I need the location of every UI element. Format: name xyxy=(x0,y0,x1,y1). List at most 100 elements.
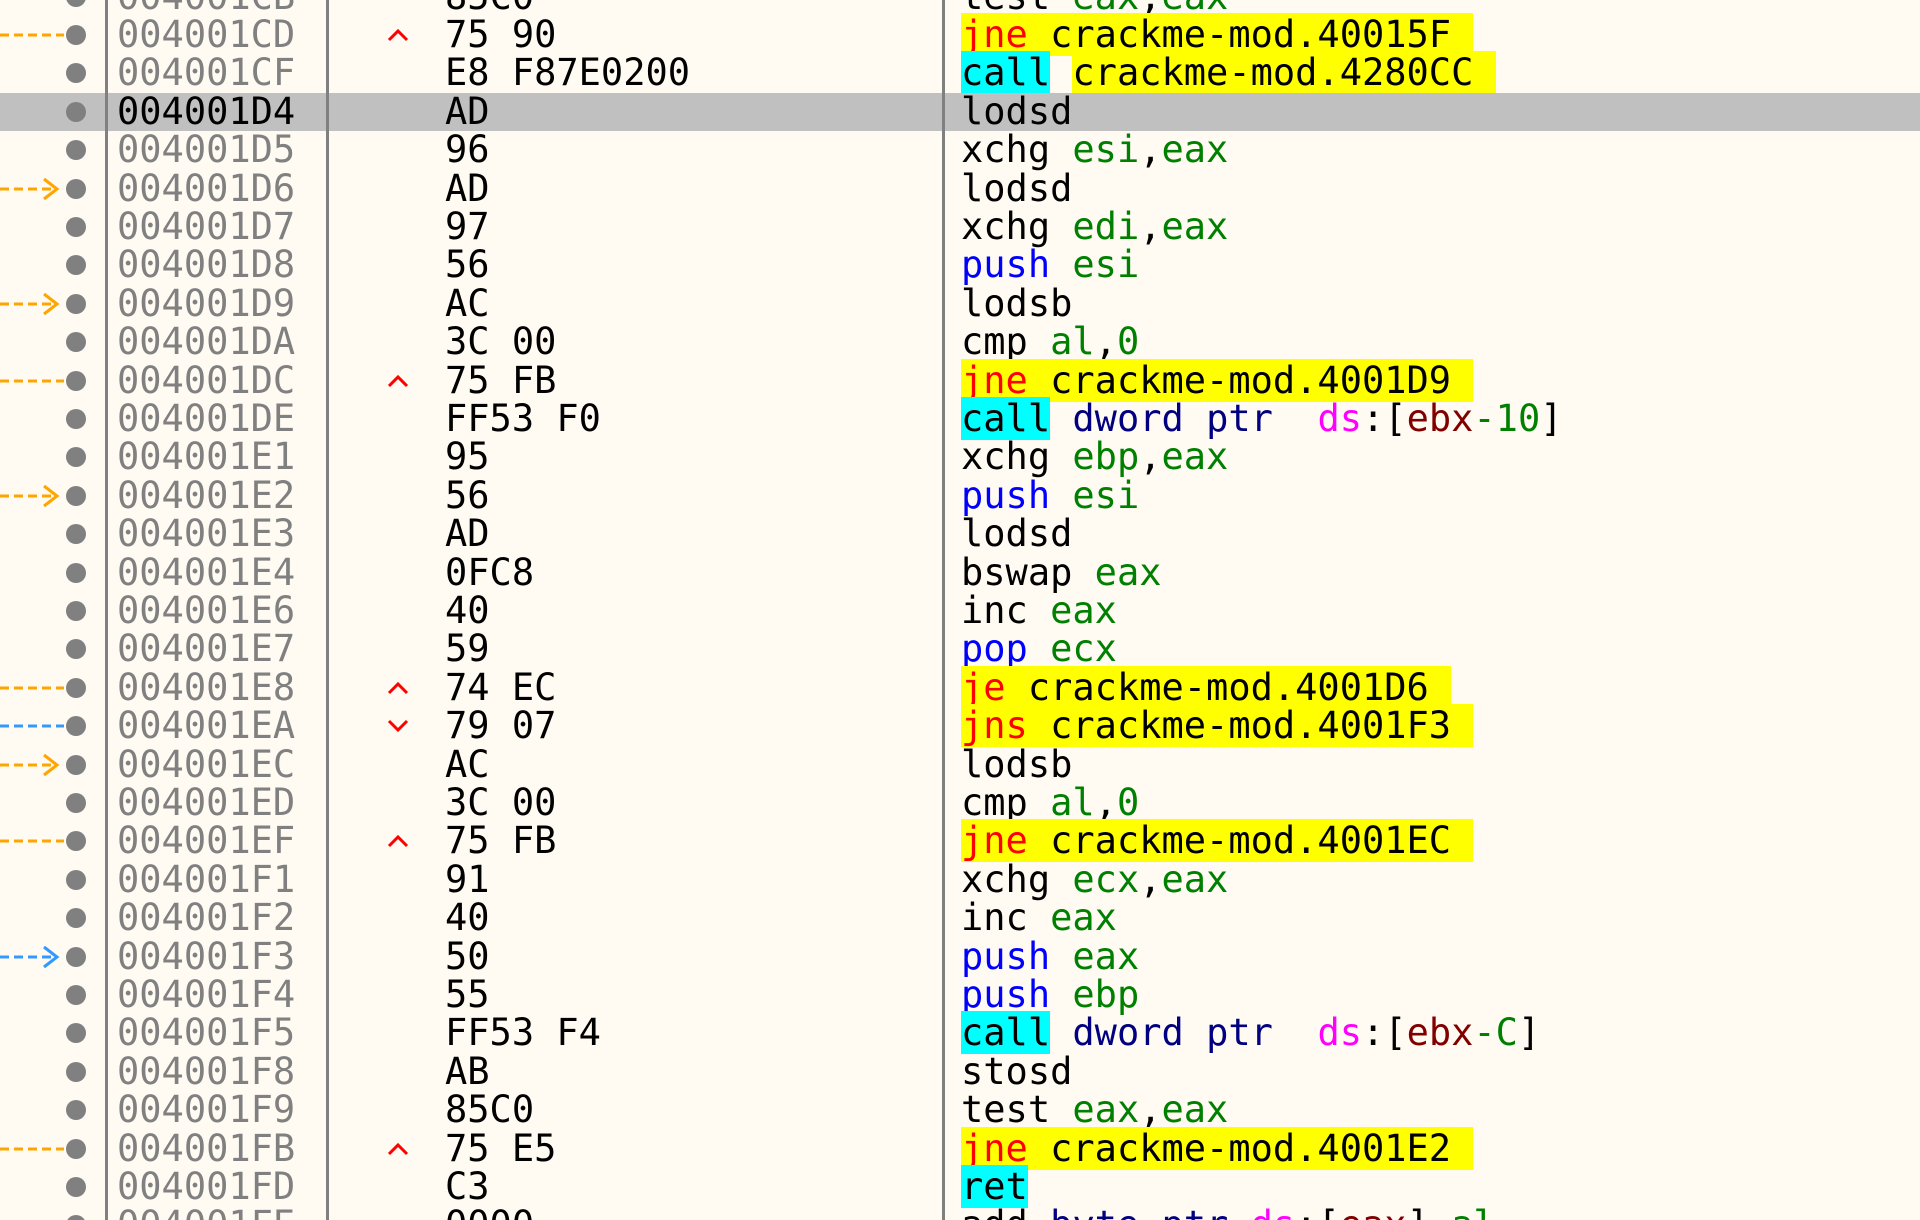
instruction-address[interactable]: 004001E4 xyxy=(117,550,296,594)
instruction-bytes[interactable]: 40 xyxy=(445,896,490,940)
instruction-bytes[interactable]: 75 E5 xyxy=(445,1126,557,1170)
instruction-address[interactable]: 004001D7 xyxy=(117,205,296,248)
instruction-disassembly[interactable]: xchg esi,eax xyxy=(961,130,1228,169)
instruction-bytes[interactable]: 75 FB xyxy=(445,358,557,402)
instruction-address[interactable]: 004001DE xyxy=(117,397,296,440)
breakpoint-dot-icon[interactable] xyxy=(66,255,86,276)
breakpoint-dot-icon[interactable] xyxy=(66,639,86,660)
instruction-disassembly[interactable]: inc eax xyxy=(961,591,1117,630)
instruction-address[interactable]: 004001D5 xyxy=(117,128,296,172)
instruction-bytes[interactable]: E8 F87E0200 xyxy=(445,51,691,95)
breakpoint-dot-icon[interactable] xyxy=(66,1100,86,1121)
instruction-disassembly[interactable]: call dword ptr ds:[ebx-C] xyxy=(961,1011,1540,1055)
instruction-bytes[interactable]: 75 FB xyxy=(445,819,557,863)
instruction-row-partial-bottom[interactable]: 004001FE0000add byte ptr ds:[eax],al xyxy=(0,1205,1920,1220)
breakpoint-dot-icon[interactable] xyxy=(66,1138,86,1159)
breakpoint-dot-icon[interactable] xyxy=(66,677,86,698)
instruction-disassembly[interactable]: push esi xyxy=(961,246,1139,284)
instruction-address[interactable]: 004001D9 xyxy=(117,281,296,325)
breakpoint-dot-icon[interactable] xyxy=(66,831,86,852)
breakpoint-dot-icon[interactable] xyxy=(66,409,86,429)
instruction-bytes[interactable]: 56 xyxy=(445,473,490,517)
instruction-bytes[interactable]: 55 xyxy=(445,973,490,1016)
breakpoint-dot-icon[interactable] xyxy=(66,293,86,314)
instruction-bytes[interactable]: FF53 F0 xyxy=(445,397,601,440)
instruction-disassembly[interactable]: call dword ptr ds:[ebx-10] xyxy=(961,397,1563,440)
instruction-address[interactable]: 004001E2 xyxy=(117,473,296,517)
instruction-bytes[interactable]: 96 xyxy=(445,128,490,172)
instruction-bytes[interactable]: 56 xyxy=(445,243,490,287)
instruction-disassembly[interactable]: xchg edi,eax xyxy=(961,207,1228,246)
instruction-disassembly[interactable]: ret xyxy=(961,1165,1028,1208)
breakpoint-dot-icon[interactable] xyxy=(66,562,86,583)
instruction-disassembly[interactable]: inc eax xyxy=(961,898,1117,937)
breakpoint-dot-icon[interactable] xyxy=(66,601,86,621)
breakpoint-dot-icon[interactable] xyxy=(66,1061,86,1082)
instruction-disassembly[interactable]: jne crackme-mod.4001E2 xyxy=(961,1126,1474,1170)
instruction-address[interactable]: 004001ED xyxy=(117,781,296,824)
instruction-address[interactable]: 004001E3 xyxy=(117,512,296,556)
instruction-address[interactable]: 004001FD xyxy=(117,1165,296,1208)
instruction-address[interactable]: 004001F8 xyxy=(117,1049,296,1093)
instruction-disassembly[interactable]: je crackme-mod.4001D6 xyxy=(961,665,1452,709)
instruction-disassembly[interactable]: xchg ebp,eax xyxy=(961,438,1228,476)
instruction-row-partial-top[interactable]: 004001CB85C0test eax,eax xyxy=(0,0,1920,16)
breakpoint-dot-icon[interactable] xyxy=(66,140,86,161)
instruction-disassembly[interactable]: lodsd xyxy=(961,92,1072,131)
instruction-bytes[interactable]: 50 xyxy=(445,934,490,978)
instruction-address[interactable]: 004001F9 xyxy=(117,1088,296,1132)
instruction-bytes[interactable]: C3 xyxy=(445,1165,490,1208)
breakpoint-dot-icon[interactable] xyxy=(66,178,86,199)
instruction-address[interactable]: 004001F1 xyxy=(117,857,296,901)
breakpoint-dot-icon[interactable] xyxy=(66,754,86,775)
instruction-disassembly[interactable]: push esi xyxy=(961,476,1139,515)
instruction-row[interactable]: 004001F2 40 inc eax xyxy=(0,896,1920,940)
breakpoint-dot-icon[interactable] xyxy=(66,447,86,468)
instruction-disassembly[interactable]: stosd xyxy=(961,1052,1072,1091)
instruction-disassembly[interactable]: xchg ecx,eax xyxy=(961,860,1228,899)
instruction-bytes[interactable]: 0FC8 xyxy=(445,550,535,594)
instruction-address[interactable]: 004001CB xyxy=(117,0,295,16)
instruction-disassembly[interactable]: push ebp xyxy=(961,975,1139,1014)
instruction-disassembly[interactable]: test eax,eax xyxy=(961,1090,1228,1129)
instruction-address[interactable]: 004001F2 xyxy=(117,896,296,940)
instruction-row[interactable]: 004001E2 56 push esi xyxy=(0,473,1920,517)
instruction-address[interactable]: 004001F3 xyxy=(117,934,296,978)
instruction-row[interactable]: 004001F1 91 xchg ecx,eax xyxy=(0,857,1920,901)
instruction-bytes[interactable]: AB xyxy=(445,1049,490,1093)
breakpoint-dot-icon[interactable] xyxy=(66,101,86,122)
breakpoint-dot-icon[interactable] xyxy=(66,524,86,545)
instruction-bytes[interactable]: 91 xyxy=(445,857,490,901)
breakpoint-dot-icon[interactable] xyxy=(66,485,86,506)
instruction-address[interactable]: 004001DC xyxy=(117,358,296,402)
instruction-address[interactable]: 004001F5 xyxy=(117,1011,296,1055)
breakpoint-dot-icon[interactable] xyxy=(66,25,86,45)
instruction-address[interactable]: 004001D4 xyxy=(117,89,296,133)
instruction-row[interactable]: 004001FB 75 E5 jne crackme-mod.4001E2 xyxy=(0,1126,1920,1170)
breakpoint-dot-icon[interactable] xyxy=(66,1215,86,1220)
instruction-address[interactable]: 004001D6 xyxy=(117,166,296,210)
instruction-address[interactable]: 004001E8 xyxy=(117,665,296,709)
instruction-bytes[interactable]: AD xyxy=(445,512,490,556)
instruction-bytes[interactable]: 3C 00 xyxy=(445,320,557,364)
instruction-row[interactable]: 004001F8 AB stosd xyxy=(0,1049,1920,1093)
instruction-bytes[interactable]: 79 07 xyxy=(445,704,557,748)
instruction-address[interactable]: 004001E6 xyxy=(117,589,296,632)
instruction-row[interactable]: 004001D5 96 xchg esi,eax xyxy=(0,128,1920,172)
instruction-address[interactable]: 004001DA xyxy=(117,320,296,364)
instruction-address[interactable]: 004001E7 xyxy=(117,627,296,671)
instruction-address[interactable]: 004001EA xyxy=(117,704,296,748)
breakpoint-dot-icon[interactable] xyxy=(66,63,86,84)
instruction-address[interactable]: 004001FB xyxy=(117,1126,296,1170)
